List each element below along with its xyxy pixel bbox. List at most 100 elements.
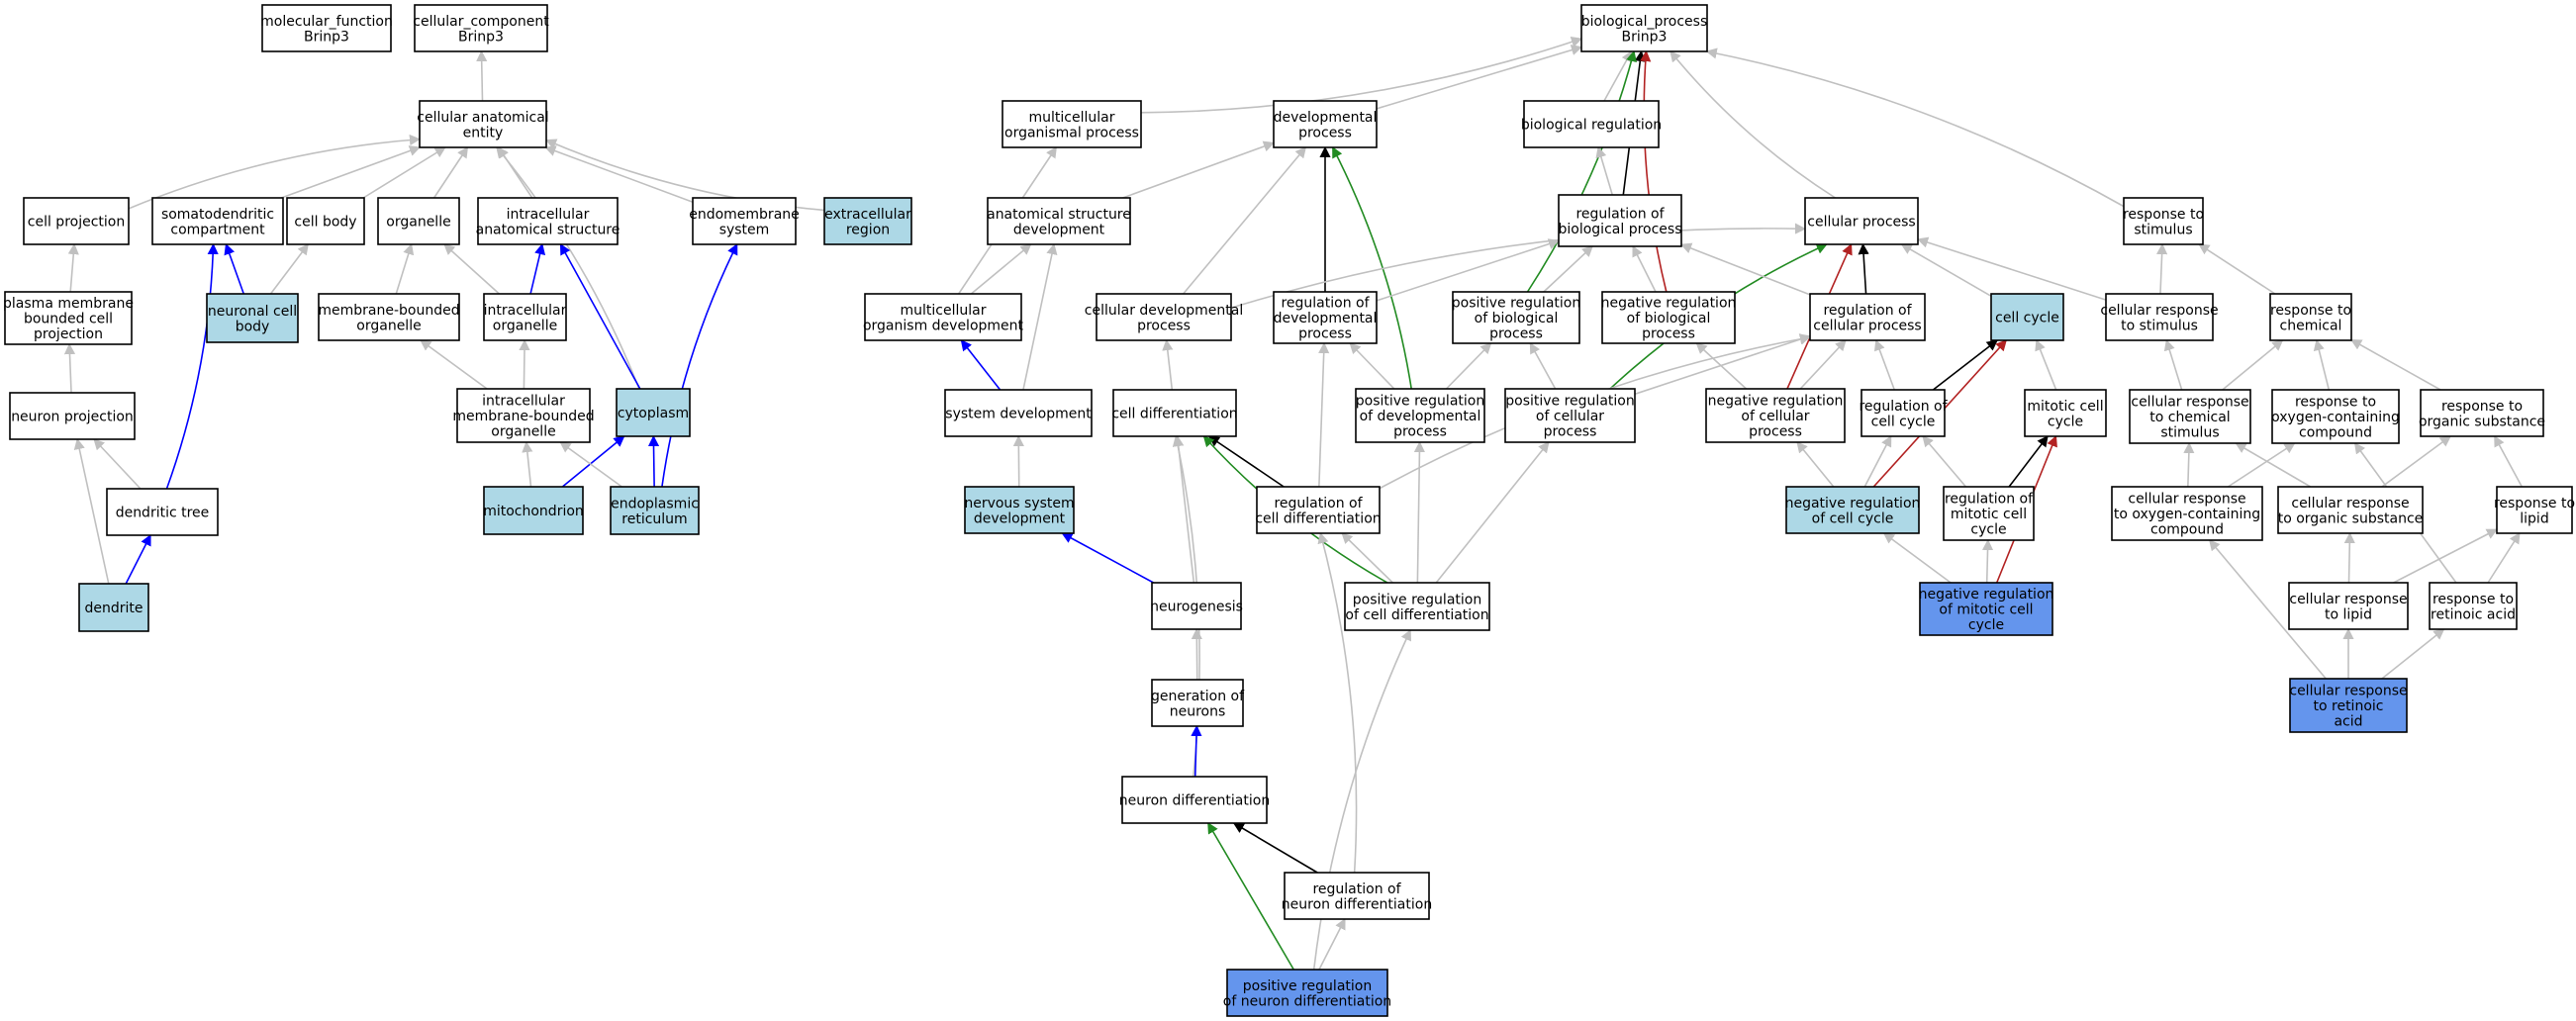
relation-edge-is-a	[1981, 538, 1994, 584]
node-label-line: organic substance	[2419, 414, 2545, 429]
node-label-line: anatomical structure	[987, 207, 1131, 223]
relation-edge-is-a	[1341, 532, 1393, 584]
node-label-line: response to	[2441, 399, 2523, 415]
edge-line	[2313, 338, 2331, 391]
relation-edge-is-a	[2313, 338, 2331, 391]
node-box	[944, 389, 1093, 437]
edge-line	[420, 339, 488, 390]
node-box	[1002, 100, 1142, 148]
relation-edge-is-a	[2198, 243, 2276, 295]
edge-line	[1230, 223, 1807, 309]
node-label-line: of cellular	[1536, 409, 1604, 424]
node-box	[610, 486, 700, 535]
node-box	[1121, 776, 1268, 824]
go-term-node-cbody: cell body	[286, 197, 365, 245]
node-label-line: acid	[2334, 714, 2362, 730]
node-label-line: endoplasmic	[611, 496, 699, 511]
node-box	[964, 486, 1075, 534]
relation-edge-is-a	[1162, 338, 1174, 391]
go-term-node-nproj: neuron projection	[9, 392, 136, 440]
node-box	[1344, 582, 1490, 631]
node-label-line: mitochondrion	[483, 504, 584, 519]
node-box	[1523, 100, 1660, 148]
node-label-line: process	[1137, 318, 1191, 333]
node-box	[1785, 486, 1920, 534]
relation-edge-is-a	[2035, 338, 2057, 391]
edge-line	[544, 145, 694, 203]
node-label-line: positive regulation	[1452, 296, 1580, 312]
relation-edge-is-a	[2235, 442, 2312, 488]
relation-edge-positively-regulates	[1331, 146, 1412, 390]
edge-line	[1413, 440, 1426, 584]
relation-edge-is-a	[73, 437, 110, 585]
edge-line	[1183, 146, 1307, 295]
node-label-line: to retinoic	[2314, 698, 2384, 714]
node-box	[318, 293, 460, 341]
go-term-node-dtree: dendritic tree	[106, 488, 219, 536]
node-label-line: cellular process	[1813, 318, 1921, 333]
node-label-line: of developmental	[1360, 409, 1481, 424]
edge-line	[647, 434, 660, 488]
relation-edge-part-of	[960, 339, 1002, 391]
go-term-node-organelle: organelle	[377, 197, 460, 245]
relation-edge-regulates	[1207, 435, 1285, 488]
node-box	[483, 293, 567, 341]
relation-edge-is-a	[1529, 342, 1557, 390]
relation-edge-is-a	[2343, 531, 2355, 584]
node-label-line: to stimulus	[2121, 318, 2198, 333]
node-label-line: membrane-bounded	[452, 409, 594, 424]
relation-edge-regulates	[2008, 435, 2049, 488]
go-term-node-mito: mitochondrion	[483, 486, 584, 535]
edge-line	[165, 242, 219, 490]
edge-line	[1162, 338, 1174, 391]
node-label-line: Brinp3	[458, 29, 504, 45]
node-label-line: process	[1489, 326, 1543, 342]
edge-line	[432, 146, 469, 199]
node-box	[2288, 582, 2409, 630]
node-label-line: organelle	[356, 318, 421, 333]
node-label-line: cellular response	[2128, 492, 2245, 508]
edge-line	[1670, 50, 1836, 199]
node-label-line: intracellular	[484, 303, 567, 319]
node-label-line: biological process	[1559, 222, 1682, 237]
relation-edge-is-a	[1413, 440, 1426, 584]
node-label-line: process	[1749, 424, 1802, 440]
relation-edge-negatively-regulates	[1640, 49, 1668, 293]
edge-line	[2222, 339, 2284, 391]
node-box	[1580, 4, 1708, 52]
node-box	[1990, 293, 2064, 341]
relation-edge-is-a	[1922, 435, 1967, 488]
node-box	[261, 4, 392, 52]
edge-line	[1122, 140, 1276, 199]
edge-line	[1529, 342, 1557, 390]
relation-edge-part-of	[661, 242, 738, 488]
edge-line	[661, 242, 738, 488]
node-box	[1504, 388, 1636, 443]
relation-edge-is-a	[1183, 146, 1307, 295]
node-label-line: to organic substance	[2278, 510, 2424, 526]
node-label-line: to oxygen-containing	[2114, 507, 2260, 522]
edge-line	[529, 242, 546, 295]
edge-line	[1140, 37, 1583, 114]
relation-edge-is-a	[1799, 339, 1847, 390]
go-term-node-cyto: cytoplasm	[616, 388, 691, 437]
edge-line	[1543, 245, 1593, 293]
node-label-line: to lipid	[2325, 606, 2372, 622]
relation-edge-is-a	[1122, 140, 1276, 199]
node-label-line: extracellular	[824, 207, 911, 223]
edge-line	[2494, 435, 2523, 488]
edge-line	[2035, 338, 2057, 391]
